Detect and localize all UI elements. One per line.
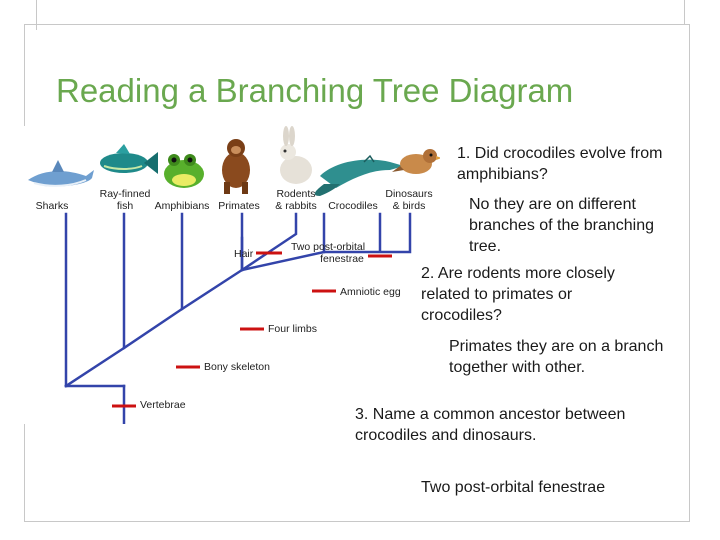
taxon-label-rodents-rabbits: Rodents& rabbits xyxy=(275,188,316,212)
question-2: 2. Are rodents more closely related to p… xyxy=(421,265,615,324)
crocodile-icon xyxy=(314,154,404,196)
taxon-label-primates: Primates xyxy=(218,200,259,212)
frame-line-right xyxy=(684,0,685,24)
rabbit-icon xyxy=(280,126,312,184)
answer-2: Primates they are on a branch together w… xyxy=(449,338,664,376)
tree-branches xyxy=(64,212,412,424)
taxon-label-crocodiles: Crocodiles xyxy=(328,200,378,212)
branch-rodents-rabbits xyxy=(240,212,298,272)
answer-3: Two post-orbital fenestrae xyxy=(421,479,606,496)
question-1: 1. Did crocodiles evolve from amphibians… xyxy=(457,145,663,183)
trait-label-amniotic-egg: Amniotic egg xyxy=(340,286,401,298)
question-3: 3. Name a common ancestor between crocod… xyxy=(355,406,626,444)
trait-label-hair: Hair xyxy=(234,248,254,260)
bird-icon xyxy=(392,149,440,174)
taxon-label-amphibians: Amphibians xyxy=(155,200,210,212)
fish-icon xyxy=(100,144,158,174)
branch-reptiles xyxy=(240,250,326,272)
taxon-label-dinosaurs-birds: Dinosaurs& birds xyxy=(385,188,432,212)
branch-archosaurs xyxy=(322,212,412,254)
trait-marks xyxy=(112,251,392,408)
trait-label-bony-skeleton: Bony skeleton xyxy=(204,361,270,373)
taxon-label-sharks: Sharks xyxy=(36,200,69,212)
frame-line-top xyxy=(36,0,37,30)
monkey-icon xyxy=(222,139,250,194)
branch-amphibians xyxy=(122,212,184,350)
answer-1: No they are on different branches of the… xyxy=(469,196,655,255)
trait-label-vertebrae: Vertebrae xyxy=(140,399,186,411)
slide-title: Reading a Branching Tree Diagram xyxy=(56,72,574,109)
shark-icon xyxy=(28,160,94,187)
trait-label-four-limbs: Four limbs xyxy=(268,323,317,335)
frog-icon xyxy=(164,154,204,188)
branch-ray-finned-fish xyxy=(64,212,126,388)
branch-primates xyxy=(180,212,244,311)
